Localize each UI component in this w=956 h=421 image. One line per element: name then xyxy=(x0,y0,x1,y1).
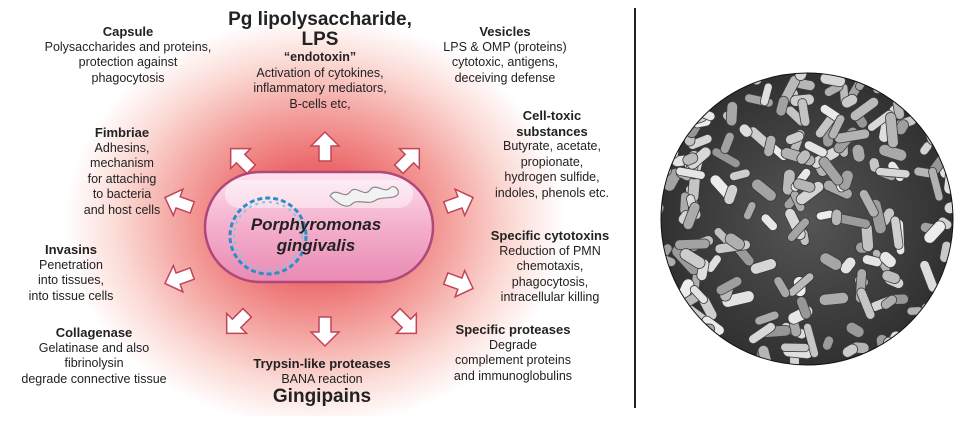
bacterium-rod xyxy=(933,292,954,325)
bacterium-rod xyxy=(900,343,918,366)
vesicles-body: LPS & OMP (proteins) cytotoxic, antigens… xyxy=(420,40,590,87)
bacterium-rod xyxy=(919,88,935,113)
bacterium-rod xyxy=(883,81,900,94)
bacterium-rod xyxy=(660,350,671,366)
proteases-heading: Specific proteases xyxy=(428,322,598,338)
invasins-heading: Invasins xyxy=(6,242,136,258)
label-fimbriae: Fimbriae Adhesins, mechanism for attachi… xyxy=(62,125,182,218)
lps-subheading: “endotoxin” xyxy=(222,50,418,66)
sem-micrograph-svg xyxy=(660,72,954,366)
proteases-body: Degrade complement proteins and immunogl… xyxy=(428,338,598,385)
invasins-body: Penetration into tissues, into tissue ce… xyxy=(6,258,136,305)
bacterium-rod xyxy=(685,72,709,89)
bacterium-rod xyxy=(660,293,674,317)
bacterium-rod xyxy=(939,317,954,334)
bacterium-rod xyxy=(857,355,884,366)
fimbriae-body: Adhesins, mechanism for attaching to bac… xyxy=(62,141,182,219)
cell-toxic-heading: Cell-toxic substances xyxy=(478,108,626,139)
panel-divider xyxy=(634,8,636,408)
bacterium-rod xyxy=(903,72,922,88)
bacterium-rod xyxy=(690,72,724,83)
bacterium-rod xyxy=(726,101,738,126)
label-capsule: Capsule Polysaccharides and proteins, pr… xyxy=(28,24,228,86)
fimbriae-heading: Fimbriae xyxy=(62,125,182,141)
bacterium-rod xyxy=(942,338,954,362)
lps-body: Activation of cytokines, inflammatory me… xyxy=(222,66,418,113)
bacterium-name-line2: gingivalis xyxy=(277,236,355,255)
bacterium-rod xyxy=(678,330,708,348)
bacterium-rod xyxy=(940,114,954,131)
bacterium-rod xyxy=(668,319,692,346)
label-trypsin: Trypsin-like proteases BANA reaction Gin… xyxy=(222,356,422,407)
bacterium-rod xyxy=(887,353,919,366)
bacterium-rod xyxy=(911,342,936,365)
bacterium-rod xyxy=(831,209,842,226)
label-vesicles: Vesicles LPS & OMP (proteins) cytotoxic,… xyxy=(420,24,590,86)
cytotoxins-body: Reduction of PMN chemotaxis, phagocytosi… xyxy=(470,244,630,306)
bacterium-rod xyxy=(939,72,954,90)
label-lps: Pg lipolysaccharide, LPS “endotoxin” Act… xyxy=(222,10,418,112)
bacterium-name: Porphyromonas gingivalis xyxy=(228,214,404,256)
lps-heading-line1: Pg lipolysaccharide, xyxy=(222,10,418,30)
trypsin-footer: Gingipains xyxy=(222,387,422,407)
sem-micrograph-image xyxy=(660,72,954,366)
bacterium-rod xyxy=(939,327,954,348)
bacterium-rod xyxy=(931,72,954,79)
bacterium-rod xyxy=(681,107,697,126)
bacterium-rod xyxy=(781,343,810,352)
label-specific-proteases: Specific proteases Degrade complement pr… xyxy=(428,322,598,384)
arrow-down-right-icon xyxy=(386,303,426,343)
bacterium-rod xyxy=(943,164,954,195)
collagenase-heading: Collagenase xyxy=(4,325,184,341)
bacterium-rod xyxy=(660,122,673,144)
bacterium-rod xyxy=(923,347,942,366)
bacterium-name-line1: Porphyromonas xyxy=(251,215,381,234)
bacterium-rod xyxy=(677,322,698,341)
bacterium-rod xyxy=(934,109,954,122)
bacterium-rod xyxy=(676,328,699,363)
arrow-down-left-icon xyxy=(217,303,257,343)
cell-toxic-body: Butyrate, acetate, propionate, hydrogen … xyxy=(478,139,626,201)
label-collagenase: Collagenase Gelatinase and also fibrinol… xyxy=(4,325,184,387)
bacterium-rod xyxy=(941,77,954,110)
arrow-up-right-icon xyxy=(389,139,429,179)
bacterium-rod xyxy=(916,96,947,112)
cytotoxins-heading: Specific cytotoxins xyxy=(470,228,630,244)
bacterium-rod xyxy=(660,72,680,98)
collagenase-body: Gelatinase and also fibrinolysin degrade… xyxy=(4,341,184,388)
bacterium-rod xyxy=(672,84,691,95)
arrow-down-icon xyxy=(311,317,339,346)
bacterium-rod xyxy=(660,117,673,130)
label-cell-toxic: Cell-toxic substances Butyrate, acetate,… xyxy=(478,108,626,201)
label-invasins: Invasins Penetration into tissues, into … xyxy=(6,242,136,304)
bacterium-rod xyxy=(936,286,954,300)
trypsin-body: BANA reaction xyxy=(222,372,422,388)
capsule-body: Polysaccharides and proteins, protection… xyxy=(28,40,228,87)
bacterium-rod xyxy=(667,72,695,86)
lps-heading-line2: LPS xyxy=(222,30,418,50)
bacterium-rod xyxy=(660,283,670,309)
bacterium-rod xyxy=(678,72,698,84)
bacterium-rod xyxy=(660,307,672,330)
bacterium-rod xyxy=(674,337,687,357)
bacterium-rod xyxy=(670,95,690,109)
vesicles-heading: Vesicles xyxy=(420,24,590,40)
bacterium-rod xyxy=(674,105,690,131)
capsule-heading: Capsule xyxy=(28,24,228,40)
arrow-right-upper-icon xyxy=(441,184,478,220)
bacterium-rod xyxy=(672,81,705,96)
arrow-left-lower-icon xyxy=(160,260,197,296)
bacterium-rod xyxy=(675,239,710,250)
label-specific-cytotoxins: Specific cytotoxins Reduction of PMN che… xyxy=(470,228,630,306)
trypsin-heading: Trypsin-like proteases xyxy=(222,356,422,372)
bacterium-rod xyxy=(873,84,896,93)
arrow-up-icon xyxy=(311,132,339,161)
bacterium-rod xyxy=(668,133,680,159)
